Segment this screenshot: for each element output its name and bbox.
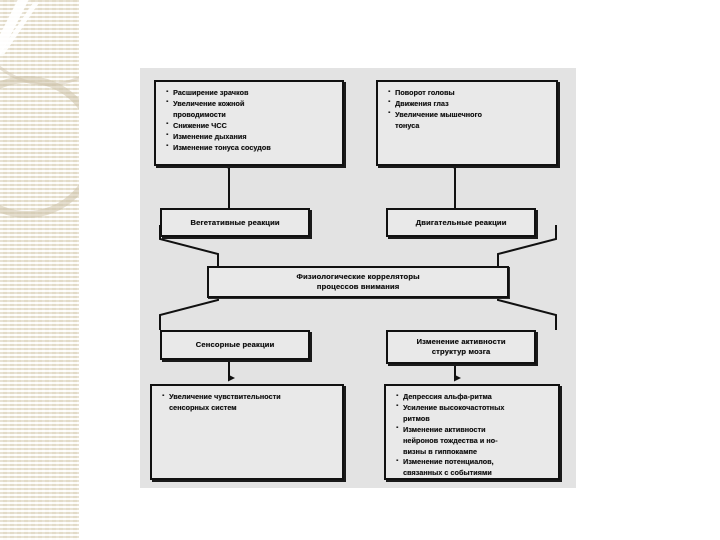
box-vegetative-manifestations: Расширение зрачков Увеличение кожной про… [154, 80, 344, 166]
list-item-continuation: проводимости [173, 109, 226, 119]
sensory-label-text: Сенсорные реакции [195, 340, 275, 349]
list-item-continuation: ритмов [403, 413, 430, 423]
list-item-continuation: нейронов тождества и но- [403, 435, 498, 445]
list-item: Изменение дыхания [166, 131, 336, 141]
list-item: Изменение активности [396, 424, 552, 434]
list-item: Движения глаз [388, 98, 550, 108]
sensory-items-list: Увеличение чувствительности сенсорных си… [152, 386, 342, 418]
list-item: Расширение зрачков [166, 87, 336, 97]
box-motor-manifestations: Поворот головы Движения глаз Увеличение … [376, 80, 558, 166]
vegetative-items-list: Расширение зрачков Увеличение кожной про… [156, 82, 342, 157]
box-sensory-reactions-label: Сенсорные реакции [160, 330, 310, 360]
vegetative-label-text: Вегетативные реакции [190, 217, 280, 227]
list-item: Увеличение кожной [166, 98, 336, 108]
box-brain-activity-label: Изменение активности структур мозга [386, 330, 536, 364]
box-vegetative-reactions-label: Вегетативные реакции [160, 208, 310, 237]
list-item: Депрессия альфа-ритма [396, 391, 552, 401]
decorative-template-band [0, 0, 79, 540]
brain-label-line1: Изменение активности [416, 337, 506, 346]
central-concept-line2: процессов внимания [316, 282, 400, 291]
diagram-panel: Расширение зрачков Увеличение кожной про… [140, 68, 576, 488]
decorative-ring-large-icon [0, 76, 79, 218]
central-concept-text: Физиологические корреляторы процессов вн… [209, 268, 507, 296]
motor-label-text: Двигательные реакции [415, 217, 507, 227]
list-item: Снижение ЧСС [166, 120, 336, 130]
list-item: Усиление высокочастотных [396, 402, 552, 412]
list-item-continuation: визны в гиппокампе [403, 446, 477, 456]
brain-label-line2: структур мозга [431, 347, 491, 356]
central-concept-line1: Физиологические корреляторы [296, 272, 420, 281]
brain-items-list: Депрессия альфа-ритма Усиление высокочас… [386, 386, 558, 483]
box-sensory-manifestations: Увеличение чувствительности сенсорных си… [150, 384, 344, 480]
list-item: Увеличение чувствительности [162, 391, 336, 401]
list-item: Изменение тонуса сосудов [166, 142, 336, 152]
list-item-continuation: связанных с событиями [403, 468, 492, 478]
list-item: Поворот головы [388, 87, 550, 97]
motor-items-list: Поворот головы Движения глаз Увеличение … [378, 82, 556, 136]
list-item: Увеличение мышечного [388, 109, 550, 119]
list-item-continuation: сенсорных систем [169, 402, 237, 412]
list-item-continuation: тонуса [395, 120, 420, 130]
box-motor-reactions-label: Двигательные реакции [386, 208, 536, 237]
box-central-concept: Физиологические корреляторы процессов вн… [207, 266, 509, 298]
brain-label-text: Изменение активности структур мозга [388, 332, 534, 362]
box-brain-manifestations: Депрессия альфа-ритма Усиление высокочас… [384, 384, 560, 480]
list-item: Изменение потенциалов, [396, 457, 552, 467]
